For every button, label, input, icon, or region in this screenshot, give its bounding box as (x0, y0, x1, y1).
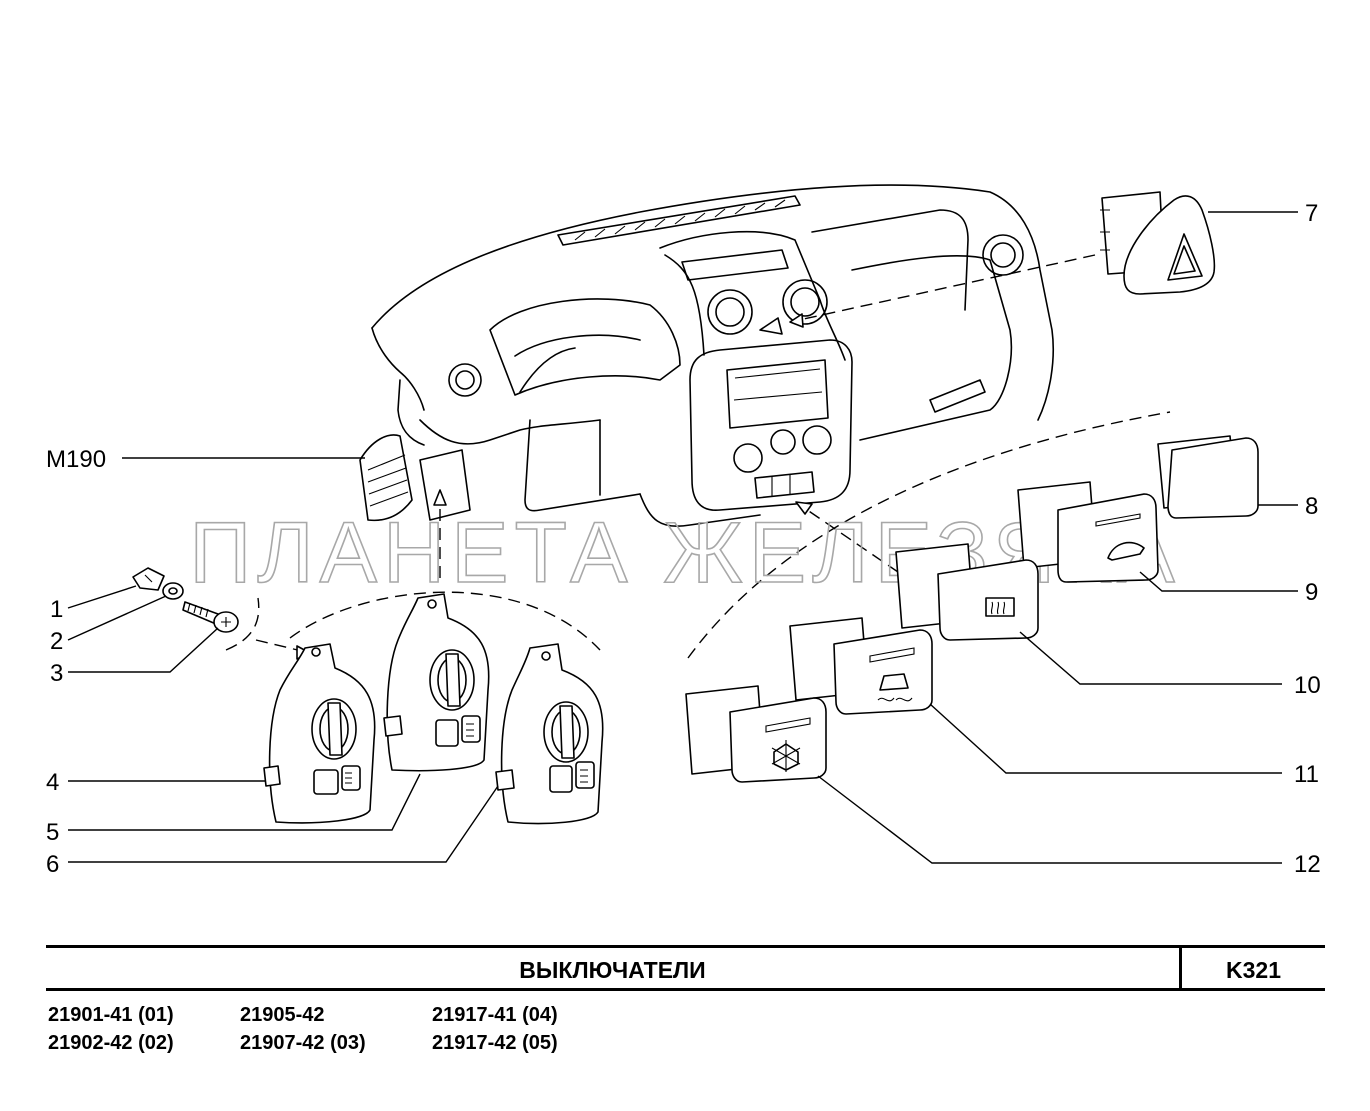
traction-control-switch (789, 617, 933, 715)
callout-8: 8 (1305, 493, 1318, 520)
hazard-switch (1100, 191, 1216, 295)
model-code: 21901-41 (01) (48, 1004, 174, 1026)
callout-9: 9 (1305, 579, 1318, 606)
model-code: 21902-42 (02) (48, 1032, 174, 1054)
callout-10: 10 (1294, 672, 1321, 699)
headlight-switch-5 (383, 593, 490, 772)
headlight-switch-4 (263, 643, 376, 824)
ac-switch (685, 685, 827, 783)
callout-3: 3 (50, 660, 63, 687)
model-code: 21907-42 (03) (240, 1032, 366, 1054)
callout-1: 1 (50, 596, 63, 623)
windshield-heat-icon (1107, 541, 1145, 561)
callout-11: 11 (1294, 761, 1319, 788)
model-code: 21917-42 (05) (432, 1032, 558, 1054)
callout-6: 6 (46, 851, 59, 878)
washer-part (162, 582, 184, 600)
title-block: ВЫКЛЮЧАТЕЛИ K321 (46, 945, 1325, 991)
callout-12: 12 (1294, 851, 1321, 878)
callout-m190: M190 (46, 446, 106, 473)
windshield-heat-switch (1017, 481, 1159, 583)
callout-4: 4 (46, 769, 59, 796)
parts-diagram: ПЛАНЕТА ЖЕЛЕЗЯКА (46, 184, 1321, 878)
title-divider (1179, 948, 1182, 988)
snowflake-icon (771, 740, 801, 772)
callout-7: 7 (1305, 200, 1318, 227)
rear-window-heat-icon (985, 597, 1015, 617)
clip-part (132, 567, 165, 591)
page-title: ВЫКЛЮЧАТЕЛИ (519, 957, 706, 983)
callout-2: 2 (50, 628, 63, 655)
headlight-switch-6 (495, 643, 604, 825)
hazard-triangle-icon (1167, 233, 1203, 281)
rear-window-heat-switch (895, 543, 1039, 641)
leader-lines (67, 211, 1298, 864)
blank-switch (1157, 435, 1259, 519)
page-code: K321 (1226, 957, 1281, 983)
model-code: 21905-42 (240, 1004, 325, 1026)
dashboard-illustration (255, 184, 1096, 660)
callout-5: 5 (46, 819, 59, 846)
traction-control-icon (877, 673, 913, 702)
model-code: 21917-41 (04) (432, 1004, 558, 1026)
screw-part (182, 601, 239, 633)
